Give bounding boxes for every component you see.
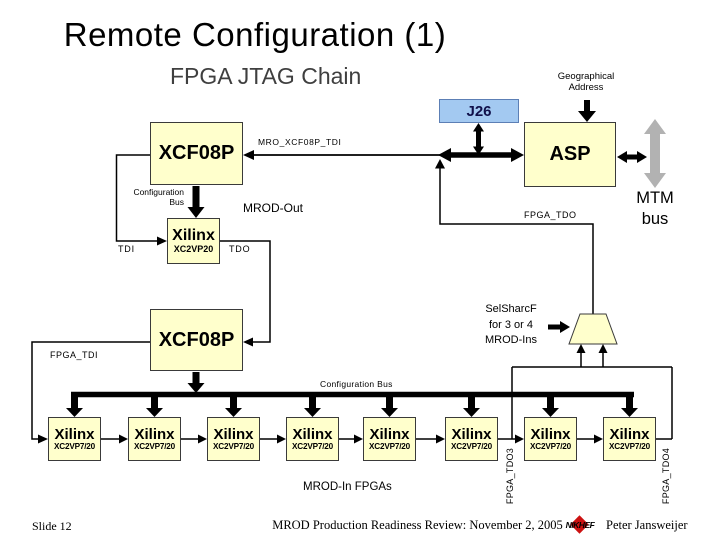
chip-name: Xilinx — [369, 425, 410, 443]
diagram-subtitle: FPGA JTAG Chain — [170, 63, 362, 89]
chip-name: Xilinx — [451, 425, 492, 443]
mrod-in-fpga-6: Xilinx XC2VP7/20 — [445, 417, 498, 461]
asp-bus-arrows — [438, 123, 647, 163]
selsharc-line3: MROD-Ins — [485, 334, 537, 346]
fpga-tdi-label: FPGA_TDI — [50, 350, 99, 360]
mrod-in-fpga-5: Xilinx XC2VP7/20 — [363, 417, 416, 461]
geographical-address-label: Geographical Address — [540, 71, 632, 93]
mrod-out-label: MROD-Out — [243, 201, 303, 215]
chip-name: Xilinx — [530, 425, 571, 443]
cfg-small-line1: Configuration — [133, 187, 184, 197]
nikhef-logo: NIKHEF — [562, 515, 598, 534]
configuration-bus-label: Configuration Bus — [320, 379, 393, 389]
mro-xcf08p-tdi-label: MRO_XCF08P_TDI — [258, 137, 342, 147]
mtm-bus-label: MTM bus — [620, 188, 690, 230]
xilinx-mid-part: XC2VP20 — [173, 244, 214, 255]
fpga-tdo-label: FPGA_TDO — [524, 210, 577, 220]
config-bus-bar — [66, 391, 638, 417]
chip-part: XC2VP7/20 — [134, 442, 175, 452]
xcf08p-top-box: XCF08P — [150, 122, 243, 185]
selsharc-line2: for 3 or 4 — [488, 318, 534, 331]
xilinx-mid-name: Xilinx — [172, 226, 215, 244]
chip-name: Xilinx — [213, 425, 254, 443]
tdi-label: TDI — [118, 244, 135, 254]
chip-name: Xilinx — [292, 425, 333, 443]
chip-part: XC2VP7/20 — [213, 442, 254, 452]
chip-part: XC2VP7/20 — [451, 442, 492, 452]
asp-box: ASP — [524, 122, 616, 187]
mrod-in-fpga-1: Xilinx XC2VP7/20 — [48, 417, 101, 461]
fpga-tdo4-label: FPGA_TDO4 — [661, 447, 671, 505]
xcf08p-bottom-box: XCF08P — [150, 309, 243, 371]
configuration-bus-small-label: Configuration Bus — [112, 187, 184, 207]
selsharc-line1: SelSharcF — [485, 303, 537, 315]
mrod-in-fpga-4: Xilinx XC2VP7/20 — [286, 417, 339, 461]
chip-part: XC2VP7/20 — [292, 442, 333, 452]
mtm-bus-arrow — [644, 119, 666, 188]
logo-text: NIKHEF — [565, 520, 595, 530]
footer-author: Peter Jansweijer — [606, 518, 688, 532]
xilinx-xc2vp20-box: Xilinx XC2VP20 — [167, 218, 220, 264]
tdo-label: TDO — [229, 244, 251, 254]
mrod-in-fpga-3: Xilinx XC2VP7/20 — [207, 417, 260, 461]
chip-part: XC2VP7/20 — [54, 442, 95, 452]
mtm-line1: MTM — [636, 189, 674, 207]
footer-review-title: MROD Production Readiness Review: Novemb… — [272, 518, 563, 532]
thin-signal-lines — [31, 154, 673, 440]
mrod-in-fpga-8: Xilinx XC2VP7/20 — [603, 417, 656, 461]
selsharc-label: SelSharcF for 3 or 4 MROD-Ins — [468, 302, 554, 349]
chip-part: XC2VP7/20 — [609, 442, 650, 452]
mrod-in-fpgas-label: MROD-In FPGAs — [303, 481, 392, 493]
geo-line2: Address — [568, 82, 604, 93]
page-title: Remote Configuration (1) — [63, 16, 447, 53]
mrod-in-fpga-2: Xilinx XC2VP7/20 — [128, 417, 181, 461]
selsharc-mux — [548, 313, 618, 345]
cfg-small-line2: Bus — [169, 197, 184, 207]
slide-number: Slide 12 — [32, 519, 72, 533]
mrod-in-fpga-7: Xilinx XC2VP7/20 — [524, 417, 577, 461]
chip-part: XC2VP7/20 — [530, 442, 571, 452]
thin-arrowheads — [38, 150, 608, 444]
chip-part: XC2VP7/20 — [369, 442, 410, 452]
config-arrows — [187, 186, 205, 393]
chip-name: Xilinx — [134, 425, 175, 443]
geo-address-arrow — [578, 100, 596, 122]
j26-connector-box: J26 — [439, 99, 519, 123]
fpga-tdo3-label: FPGA_TDO3 — [505, 447, 515, 505]
chip-name: Xilinx — [54, 425, 95, 443]
mtm-line2: bus — [641, 210, 669, 228]
geo-line1: Geographical — [557, 71, 615, 82]
chip-name: Xilinx — [609, 425, 650, 443]
